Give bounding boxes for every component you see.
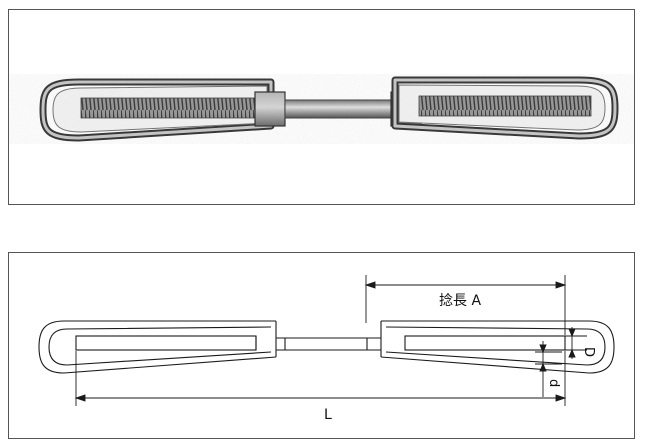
dimension-major-diameter [553, 327, 587, 359]
product-photo-panel [8, 9, 635, 205]
dimension-cut-length [364, 275, 567, 335]
minor-diameter-label: d [546, 379, 561, 387]
technical-drawing-panel: 捻長 A L D d [8, 252, 635, 439]
left-eye-frame [38, 320, 277, 374]
right-eye-frame [380, 320, 615, 374]
turnbuckle-drawing: 捻長 A L D d [38, 275, 615, 423]
cut-length-label: 捻長 A [439, 293, 481, 309]
left-collar-photo [254, 91, 286, 127]
major-diameter-label: D [581, 347, 596, 357]
center-rod [276, 337, 381, 351]
total-length-label: L [324, 407, 332, 423]
dimension-minor-diameter [535, 341, 562, 397]
center-rod-photo [284, 99, 392, 119]
dimension-total-length [74, 351, 567, 406]
turnbuckle-photo [39, 76, 619, 142]
left-eye-frame-photo [39, 78, 275, 142]
right-eye-frame-photo [391, 76, 619, 140]
